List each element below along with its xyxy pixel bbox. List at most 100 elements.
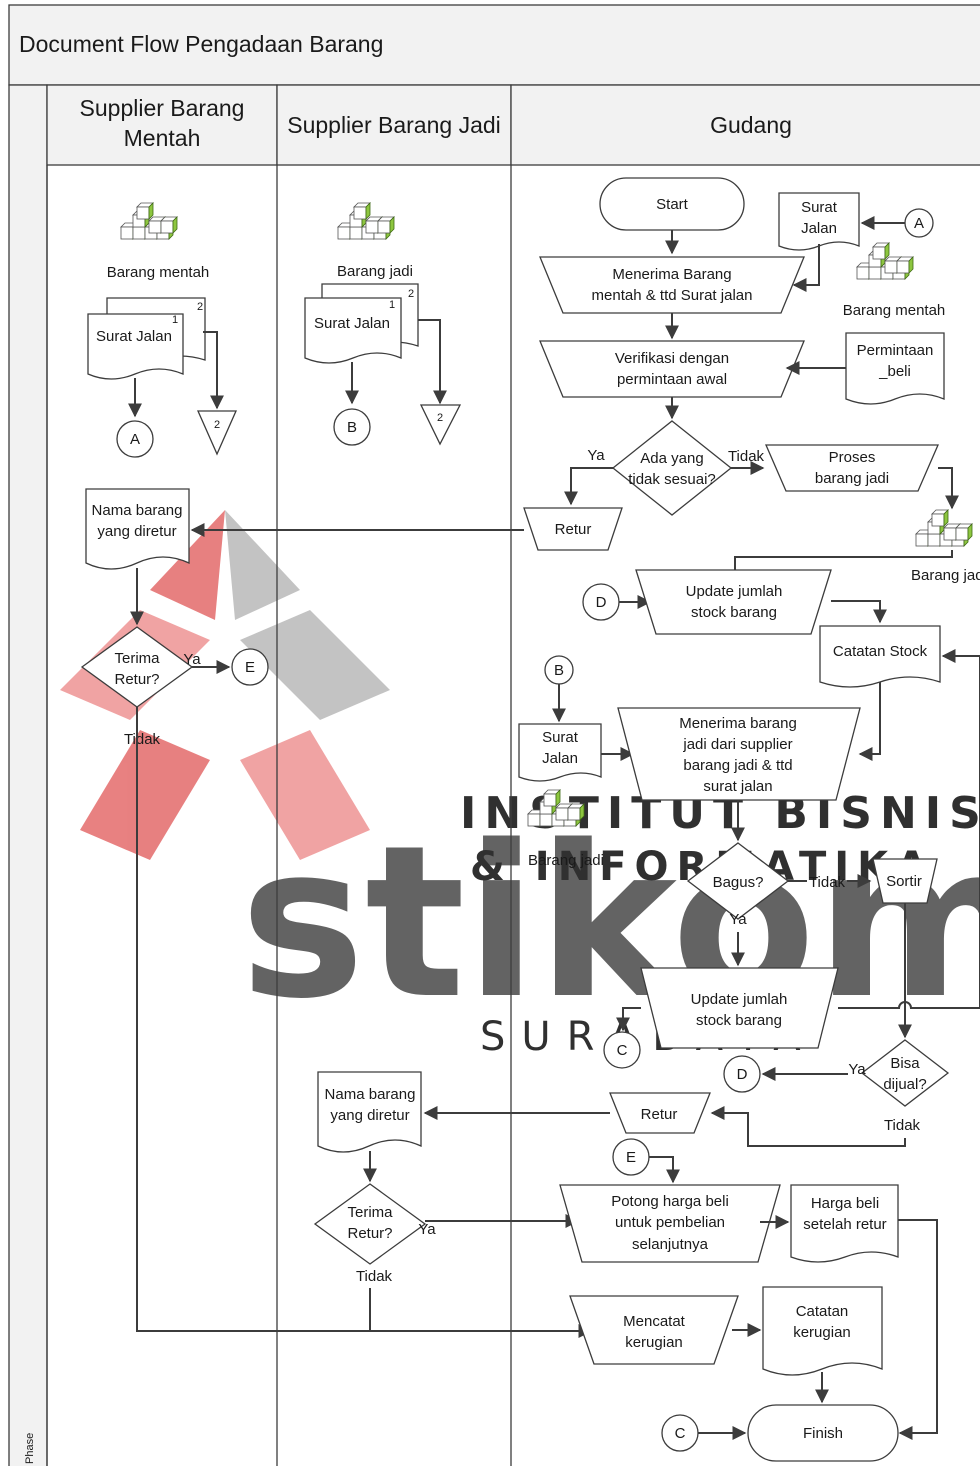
update-stock-process: Update jumlah stock barang	[635, 569, 832, 635]
svg-text:Terima: Terima	[114, 650, 160, 667]
svg-text:barang jadi: barang jadi	[815, 470, 889, 487]
update-stock-process: Update jumlah stock barang	[640, 967, 839, 1049]
svg-text:selanjutnya: selanjutnya	[632, 1236, 709, 1253]
svg-text:yang diretur: yang diretur	[330, 1107, 409, 1124]
connector-e: E	[231, 648, 269, 686]
watermark-logo-text: stikom	[240, 800, 980, 1045]
cubes-icon	[916, 510, 972, 546]
phase-column	[8, 84, 48, 1466]
svg-text:Retur?: Retur?	[347, 1225, 392, 1242]
svg-text:E: E	[245, 659, 255, 676]
lane-title-supplier-mentah-2: Mentah	[124, 125, 201, 151]
svg-text:Menerima Barang: Menerima Barang	[612, 266, 731, 283]
svg-text:Retur: Retur	[641, 1106, 678, 1123]
barang-jadi-label: Barang jadi	[337, 263, 413, 280]
svg-text:Nama barang: Nama barang	[325, 1086, 416, 1103]
svg-text:Potong harga beli: Potong harga beli	[611, 1193, 729, 1210]
svg-text:B: B	[347, 419, 357, 436]
connector-a: A	[904, 208, 934, 238]
cubes-icon	[857, 243, 913, 279]
surat-jalan-document: 2 1 Surat Jalan	[304, 283, 419, 364]
nama-barang-diretur-document: Nama barang yang diretur	[85, 488, 190, 570]
svg-text:Harga beli: Harga beli	[811, 1195, 879, 1212]
svg-text:Surat: Surat	[542, 729, 579, 746]
connector-b: B	[544, 655, 574, 685]
svg-text:Jalan: Jalan	[801, 220, 837, 237]
diagram-title: Document Flow Pengadaan Barang	[19, 31, 383, 57]
svg-text:permintaan awal: permintaan awal	[617, 371, 727, 388]
connector-d: D	[582, 583, 620, 621]
svg-text:Mencatat: Mencatat	[623, 1313, 686, 1330]
svg-text:yang diretur: yang diretur	[97, 523, 176, 540]
svg-text:D: D	[737, 1066, 748, 1083]
svg-text:1: 1	[389, 299, 395, 311]
catatan-stock-document: Catatan Stock	[819, 625, 941, 688]
svg-text:2: 2	[408, 288, 414, 300]
svg-text:Retur?: Retur?	[114, 671, 159, 688]
harga-beli-document: Harga beli setelah retur	[790, 1184, 899, 1263]
title-bar	[8, 4, 980, 86]
svg-text:Proses: Proses	[829, 449, 876, 466]
svg-text:B: B	[554, 662, 564, 679]
phase-label: Phase	[24, 1433, 36, 1464]
svg-text:2: 2	[197, 301, 203, 313]
svg-text:C: C	[617, 1042, 628, 1059]
nama-barang-diretur-document: Nama barang yang diretur	[317, 1071, 422, 1153]
svg-text:Surat Jalan: Surat Jalan	[96, 328, 172, 345]
lane-title-gudang: Gudang	[710, 112, 792, 138]
svg-text:Surat Jalan: Surat Jalan	[314, 315, 390, 332]
lane-header-supplier-mentah	[46, 84, 278, 166]
svg-text:Sortir: Sortir	[886, 873, 922, 890]
terima-retur-decision: Terima Retur?	[313, 1183, 427, 1265]
cubes-icon	[121, 203, 177, 239]
svg-text:stock barang: stock barang	[696, 1012, 782, 1029]
permintaan-beli-document: Permintaan _beli	[845, 332, 945, 405]
svg-text:untuk pembelian: untuk pembelian	[615, 1214, 725, 1231]
connector-b: B	[333, 408, 371, 446]
offpage-2: 2	[419, 404, 462, 446]
terima-retur-decision: Terima Retur?	[80, 626, 194, 708]
mencatat-kerugian-process: Mencatat kerugian	[569, 1295, 739, 1365]
svg-text:Terima: Terima	[347, 1204, 393, 1221]
svg-text:D: D	[596, 594, 607, 611]
svg-text:Update jumlah: Update jumlah	[686, 583, 783, 600]
lane-title-supplier-jadi: Supplier Barang Jadi	[287, 112, 501, 138]
svg-text:Start: Start	[656, 196, 689, 213]
lane-header-supplier-jadi	[276, 84, 512, 166]
verifikasi-process: Verifikasi dengan permintaan awal	[539, 340, 805, 398]
menerima-barang-jadi-process: Menerima barang jadi dari supplier baran…	[617, 707, 861, 801]
watermark: stikom INSTITUT BISNIS & INFORMATIKA SUR…	[60, 510, 980, 1060]
svg-text:Ya: Ya	[587, 447, 605, 464]
connector-a: A	[116, 420, 154, 458]
surat-jalan-document: Surat Jalan	[778, 192, 860, 251]
svg-text:Tidak: Tidak	[809, 874, 846, 891]
proses-barang-jadi-process: Proses barang jadi	[765, 444, 939, 492]
bagus-decision: Bagus?	[686, 842, 790, 920]
connector-d: D	[723, 1055, 761, 1093]
lane-title-supplier-mentah-1: Supplier Barang	[80, 95, 245, 121]
svg-text:Tidak: Tidak	[884, 1117, 921, 1134]
svg-text:jadi dari supplier: jadi dari supplier	[682, 736, 792, 753]
offpage-2: 2	[197, 410, 237, 456]
svg-text:Jalan: Jalan	[542, 750, 578, 767]
svg-text:Finish: Finish	[803, 1425, 843, 1442]
svg-text:stock barang: stock barang	[691, 604, 777, 621]
surat-jalan-document: Surat Jalan	[518, 723, 602, 782]
barang-mentah-label: Barang mentah	[107, 264, 210, 281]
svg-text:1: 1	[172, 314, 178, 326]
svg-text:Surat: Surat	[801, 199, 838, 216]
svg-text:barang jadi & ttd: barang jadi & ttd	[683, 757, 792, 774]
svg-text:tidak sesuai?: tidak sesuai?	[628, 471, 716, 488]
svg-text:kerugian: kerugian	[625, 1334, 683, 1351]
svg-text:dijual?: dijual?	[883, 1076, 926, 1093]
svg-text:E: E	[626, 1149, 636, 1166]
svg-text:Update jumlah: Update jumlah	[691, 991, 788, 1008]
svg-text:Barang jad: Barang jad	[911, 567, 980, 584]
potong-harga-process: Potong harga beli untuk pembelian selanj…	[559, 1184, 781, 1263]
start-terminator: Start	[599, 177, 745, 231]
svg-text:2: 2	[437, 412, 443, 424]
svg-text:Catatan: Catatan	[796, 1303, 849, 1320]
svg-text:2: 2	[214, 419, 220, 431]
lane-header-gudang	[510, 84, 980, 166]
